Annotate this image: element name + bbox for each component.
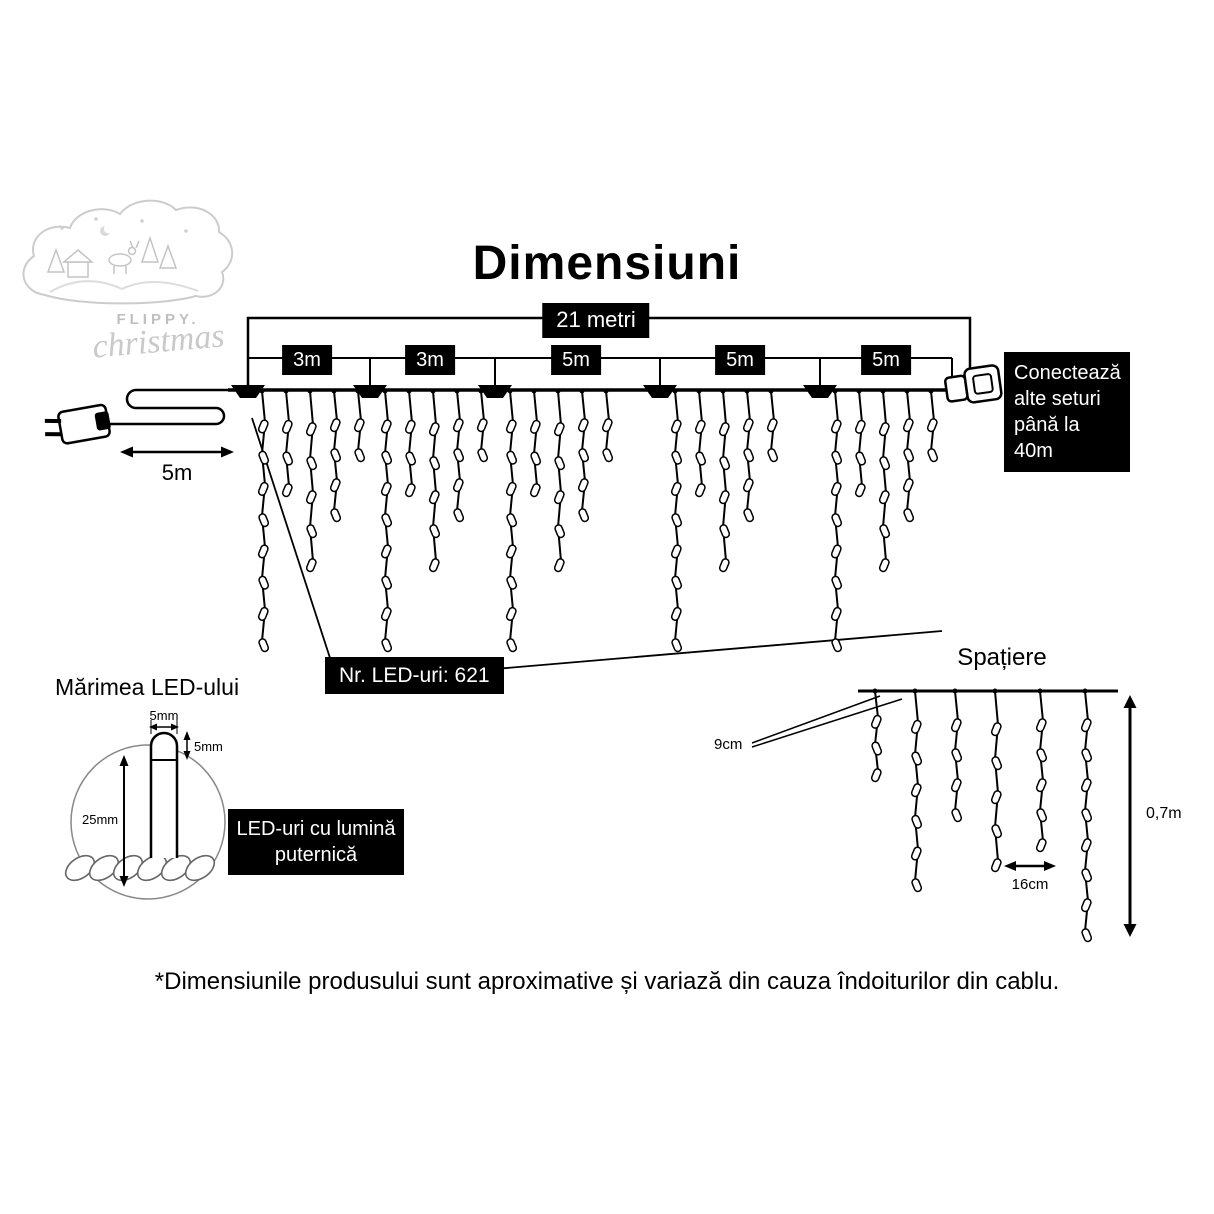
light-strand — [404, 388, 417, 498]
light-strand — [529, 388, 542, 498]
light-strand — [742, 388, 755, 523]
light-strand — [718, 388, 731, 573]
light-strand — [380, 388, 393, 653]
spacing-diagram — [751, 689, 1137, 937]
power-plug-icon — [44, 388, 232, 445]
light-strand — [428, 388, 441, 573]
light-strand — [577, 388, 590, 523]
light-strand — [830, 388, 843, 653]
light-strand — [694, 388, 707, 498]
light-strand — [452, 388, 465, 523]
light-strand — [257, 388, 270, 653]
light-strand — [601, 388, 614, 463]
cable-clips — [231, 385, 837, 398]
curtain-strands — [257, 388, 939, 653]
lead-length-arrow — [120, 446, 234, 458]
connector-icon — [944, 364, 1003, 404]
total-length-bracket — [246, 316, 972, 390]
light-strand — [353, 388, 366, 463]
light-strand — [878, 388, 891, 573]
led-size-diagram — [64, 720, 226, 900]
twisted-wire-icon — [64, 854, 216, 882]
light-strand — [854, 388, 867, 498]
light-strand — [281, 388, 294, 498]
light-strand — [902, 388, 915, 523]
light-strand — [1035, 688, 1048, 853]
light-strand — [329, 388, 342, 523]
light-strand — [926, 388, 939, 463]
light-strand — [305, 388, 318, 573]
light-strand — [476, 388, 489, 463]
light-strand — [553, 388, 566, 573]
light-strand — [505, 388, 518, 653]
light-strand — [670, 388, 683, 653]
light-strand — [766, 388, 779, 463]
light-strand — [990, 688, 1003, 873]
spacing-strands — [870, 688, 1093, 943]
light-strand — [950, 688, 963, 823]
led-bulb-icon — [149, 731, 179, 858]
light-strand — [910, 688, 923, 893]
christmas-logo-icon — [22, 199, 234, 305]
light-strand — [870, 688, 883, 783]
light-strand — [1080, 688, 1093, 943]
